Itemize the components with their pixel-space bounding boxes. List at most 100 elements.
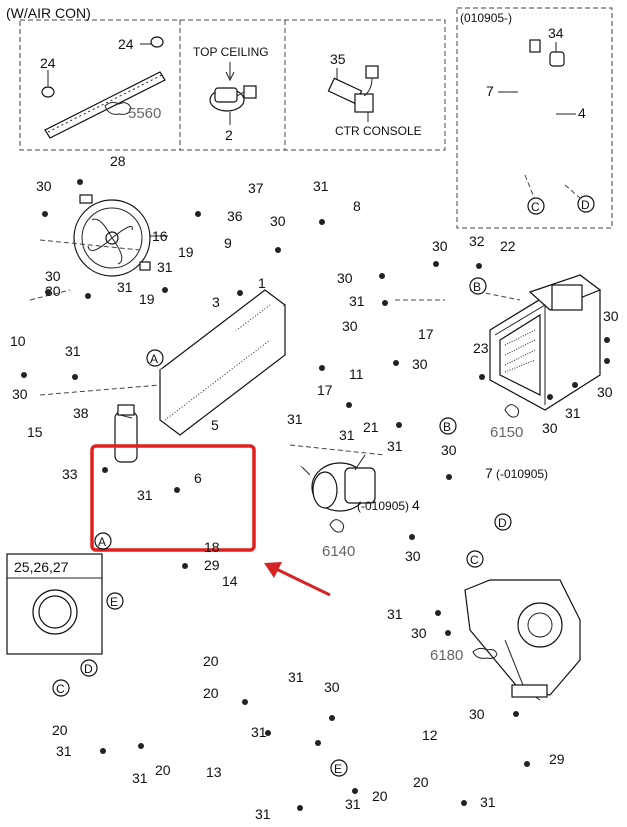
callout-31j: 31 — [137, 487, 153, 503]
ref-6180: 6180 — [430, 647, 463, 664]
condenser-fan — [73, 194, 151, 277]
callout-7b: 7 — [485, 465, 493, 481]
callout-31c: 31 — [117, 279, 133, 295]
marker-b1: B — [473, 280, 481, 294]
ref-6150: 6150 — [490, 424, 523, 441]
callout-31a: 31 — [313, 178, 329, 194]
callout-17b: 17 — [317, 382, 333, 398]
callout-21: 21 — [363, 419, 379, 435]
marker-e1: E — [110, 595, 118, 609]
marker-e2: E — [334, 762, 342, 776]
callout-30k: 30 — [597, 384, 613, 400]
callout-31d: 31 — [65, 343, 81, 359]
callout-33: 33 — [62, 466, 78, 482]
callout-31e: 31 — [349, 293, 365, 309]
ctr-console-label: CTR CONSOLE — [335, 124, 422, 138]
callout-30a: 30 — [36, 178, 52, 194]
callout-35: 35 — [330, 51, 346, 67]
callout-31b: 31 — [157, 259, 173, 275]
callout-13: 13 — [206, 764, 222, 780]
blower-unit — [464, 579, 581, 701]
callout-19b: 19 — [139, 291, 155, 307]
callout-31g: 31 — [565, 405, 581, 421]
callout-36: 36 — [227, 208, 243, 224]
callout-10: 10 — [10, 333, 26, 349]
top-ceiling-label: TOP CEILING — [193, 45, 269, 59]
callout-31n: 31 — [132, 770, 148, 786]
callout-1: 1 — [258, 275, 266, 291]
callout-labels: 28 30 16 37 36 31 8 30 9 19 31 19 1 30 3… — [10, 153, 619, 822]
inset-010905: (010905-) 34 7 4 C D — [456, 7, 613, 229]
callout-32: 32 — [469, 233, 485, 249]
callout-34: 34 — [548, 25, 564, 41]
callout-29b: 29 — [549, 751, 565, 767]
callout-30d: 30 — [45, 283, 61, 299]
inset-air-con: (W/AIR CON) 24 24 5560 TOP CEILING 2 35 — [6, 5, 446, 151]
callout-6: 6 — [194, 470, 202, 486]
callout-31o: 31 — [345, 796, 361, 812]
evaporator-unit — [489, 274, 602, 411]
callout-20d: 20 — [155, 762, 171, 778]
callout-31l: 31 — [251, 724, 267, 740]
marker-a1: A — [150, 352, 158, 366]
callout-2: 2 — [225, 127, 233, 143]
highlight-box — [90, 444, 256, 552]
callout-4b: 4 — [412, 497, 420, 513]
callout-15: 15 — [27, 424, 43, 440]
callout-31i: 31 — [387, 438, 403, 454]
callout-30c: 30 — [45, 268, 61, 284]
inset-seal: 25,26,27 — [6, 553, 103, 655]
marker-d2: D — [84, 662, 93, 676]
callout-31r: 31 — [288, 669, 304, 685]
callout-30l-evap: 30 — [542, 420, 558, 436]
compressor — [299, 454, 376, 512]
callout-20f: 20 — [372, 788, 388, 804]
callout-19a: 19 — [178, 244, 194, 260]
callout-20a: 20 — [203, 653, 219, 669]
receiver-drier — [114, 404, 138, 463]
callout-30i: 30 — [342, 318, 358, 334]
callout-37: 37 — [248, 180, 264, 196]
callout-30h: 30 — [603, 308, 619, 324]
marker-d1: D — [498, 516, 507, 530]
callout-11: 11 — [349, 366, 364, 382]
callout-4-inset: 4 — [578, 105, 586, 121]
callout-20b: 20 — [203, 685, 219, 701]
callout-22: 22 — [500, 238, 516, 254]
callout-30b: 30 — [270, 213, 286, 229]
condenser — [159, 289, 286, 436]
callout-30p: 30 — [324, 679, 340, 695]
callout-30m-pipe: 30 — [441, 442, 457, 458]
ref-5560: 5560 — [128, 105, 161, 122]
marker-c2: C — [56, 682, 65, 696]
callout-31q: 31 — [255, 806, 271, 822]
callout-17a: 17 — [418, 326, 434, 342]
ceiling-sensor — [209, 85, 257, 112]
circle-c-inset: C — [531, 200, 540, 214]
callout-5: 5 — [211, 417, 219, 433]
callout-4b-note: (-010905) — [357, 499, 409, 513]
callout-9: 9 — [224, 235, 232, 251]
callout-14: 14 — [222, 573, 238, 589]
callout-30q: 30 — [469, 706, 485, 722]
callout-24a: 24 — [40, 55, 56, 71]
callout-30e: 30 — [12, 386, 28, 402]
inset-right-title: (010905-) — [460, 11, 512, 25]
pipe-7-new — [494, 30, 527, 176]
callout-31h: 31 — [339, 427, 355, 443]
circle-d-inset: D — [581, 198, 590, 212]
callout-31f: 31 — [287, 411, 303, 427]
ref-6140: 6140 — [322, 543, 355, 560]
callout-30g: 30 — [337, 270, 353, 286]
callout-7b-note: (-010905) — [496, 467, 548, 481]
marker-b2: B — [443, 420, 451, 434]
callout-12: 12 — [422, 727, 438, 743]
callout-30n: 30 — [405, 548, 421, 564]
callout-29a: 29 — [204, 557, 220, 573]
callout-30j: 30 — [412, 356, 428, 372]
callout-16: 16 — [152, 228, 168, 244]
callout-30o: 30 — [411, 625, 427, 641]
callout-30f: 30 — [432, 238, 448, 254]
connection-markers: A A B B D C E E C D — [52, 277, 512, 777]
